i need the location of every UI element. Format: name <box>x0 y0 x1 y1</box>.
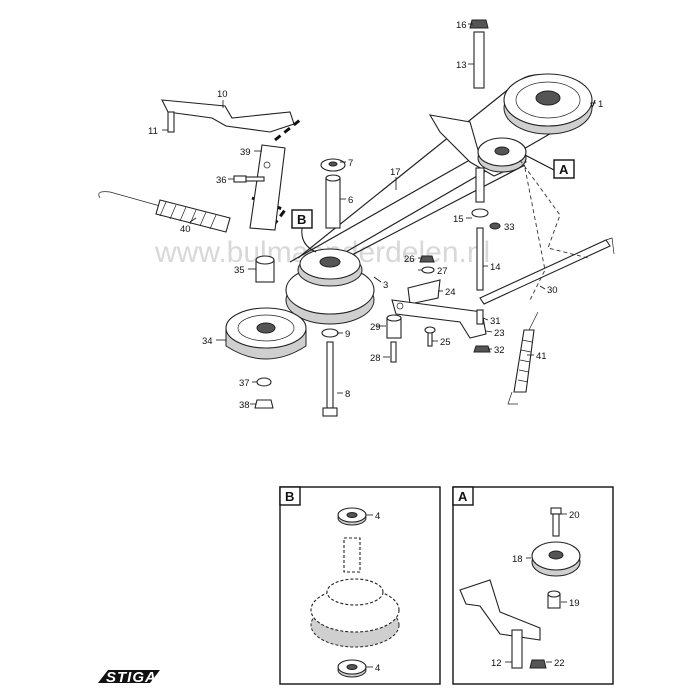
bracket-10 <box>161 99 295 133</box>
label-17: 17 <box>390 167 401 178</box>
inset-b-label-4-top: 4 <box>375 511 380 522</box>
nut-32 <box>473 345 491 353</box>
label-39: 39 <box>240 147 251 158</box>
label-41: 41 <box>536 351 547 362</box>
pivot-bracket <box>407 279 441 305</box>
nut-26 <box>419 255 435 263</box>
inset-a-title: A <box>458 489 468 504</box>
spring-41 <box>507 311 539 405</box>
label-30: 30 <box>547 285 558 296</box>
label-34: 34 <box>202 336 213 347</box>
inset-b: B 4 4 <box>279 486 441 685</box>
bolt-25 <box>424 326 436 347</box>
spring-40 <box>98 191 231 233</box>
label-35: 35 <box>234 265 245 276</box>
label-11: 11 <box>148 126 158 137</box>
label-1: 1 <box>598 99 603 110</box>
label-15: 15 <box>453 214 464 225</box>
label-32: 32 <box>494 345 505 356</box>
inset-a-label-19: 19 <box>569 598 580 609</box>
stiga-logo-text: STIGA <box>106 669 157 686</box>
label-29: 29 <box>370 322 381 333</box>
tube-6 <box>325 174 341 229</box>
label-27: 27 <box>437 266 448 277</box>
inset-b-label-4-bottom: 4 <box>375 663 380 674</box>
inset-b-title: B <box>285 489 294 504</box>
callout-b-main-text: B <box>297 212 306 227</box>
label-38: 38 <box>239 400 250 411</box>
bolt-31 <box>476 309 484 325</box>
washer-9 <box>321 328 339 338</box>
label-36: 36 <box>216 175 227 186</box>
bolt-14 <box>471 208 501 291</box>
bolt-36 <box>233 175 265 183</box>
idler-guide-dashes <box>519 159 589 301</box>
label-6: 6 <box>348 195 353 206</box>
tension-arm <box>249 144 286 231</box>
rod-30 <box>479 237 615 305</box>
callout-a-main-text: A <box>559 162 569 177</box>
stiga-logo: STIGA <box>98 669 160 686</box>
label-9: 9 <box>345 329 350 340</box>
mandrel-pulley <box>285 248 375 325</box>
callout-b-main: B <box>291 209 317 253</box>
label-28: 28 <box>370 353 381 364</box>
label-24: 24 <box>445 287 456 298</box>
label-13: 13 <box>456 60 467 71</box>
label-37: 37 <box>239 378 250 389</box>
label-14: 14 <box>490 262 501 273</box>
shaft-13 <box>469 19 489 89</box>
label-10: 10 <box>217 89 228 100</box>
arm-23 <box>391 299 487 339</box>
label-23: 23 <box>494 328 505 339</box>
leader-lines <box>162 23 596 405</box>
inset-a-label-12: 12 <box>491 658 502 669</box>
label-40: 40 <box>180 224 191 235</box>
inset-a-label-20: 20 <box>569 510 580 521</box>
inset-a-label-22: 22 <box>554 658 565 669</box>
callout-a-main: A <box>524 154 575 179</box>
bolt-28 <box>390 341 397 363</box>
label-33: 33 <box>504 222 515 233</box>
label-26: 26 <box>404 254 415 265</box>
idler-bracket <box>428 114 527 203</box>
label-3: 3 <box>383 280 388 291</box>
washer-37 <box>256 377 272 387</box>
label-25: 25 <box>440 337 451 348</box>
bolt-8 <box>322 341 338 417</box>
label-8: 8 <box>345 389 350 400</box>
inset-a: A 20 18 19 12 22 <box>452 486 614 685</box>
inset-a-label-18: 18 <box>512 554 523 565</box>
bushing-35 <box>255 255 275 283</box>
pulley-34 <box>225 307 307 360</box>
label-31: 31 <box>490 316 501 327</box>
label-16: 16 <box>456 20 467 31</box>
spacer-7 <box>320 158 346 172</box>
part-number-labels: 16 13 1 10 11 39 7 17 36 6 40 15 33 26 2… <box>148 20 603 411</box>
nut-38 <box>254 399 274 409</box>
label-7: 7 <box>348 158 353 169</box>
engine-pulley <box>503 73 593 135</box>
bushing-29 <box>386 314 402 339</box>
washer-27 <box>421 266 435 274</box>
